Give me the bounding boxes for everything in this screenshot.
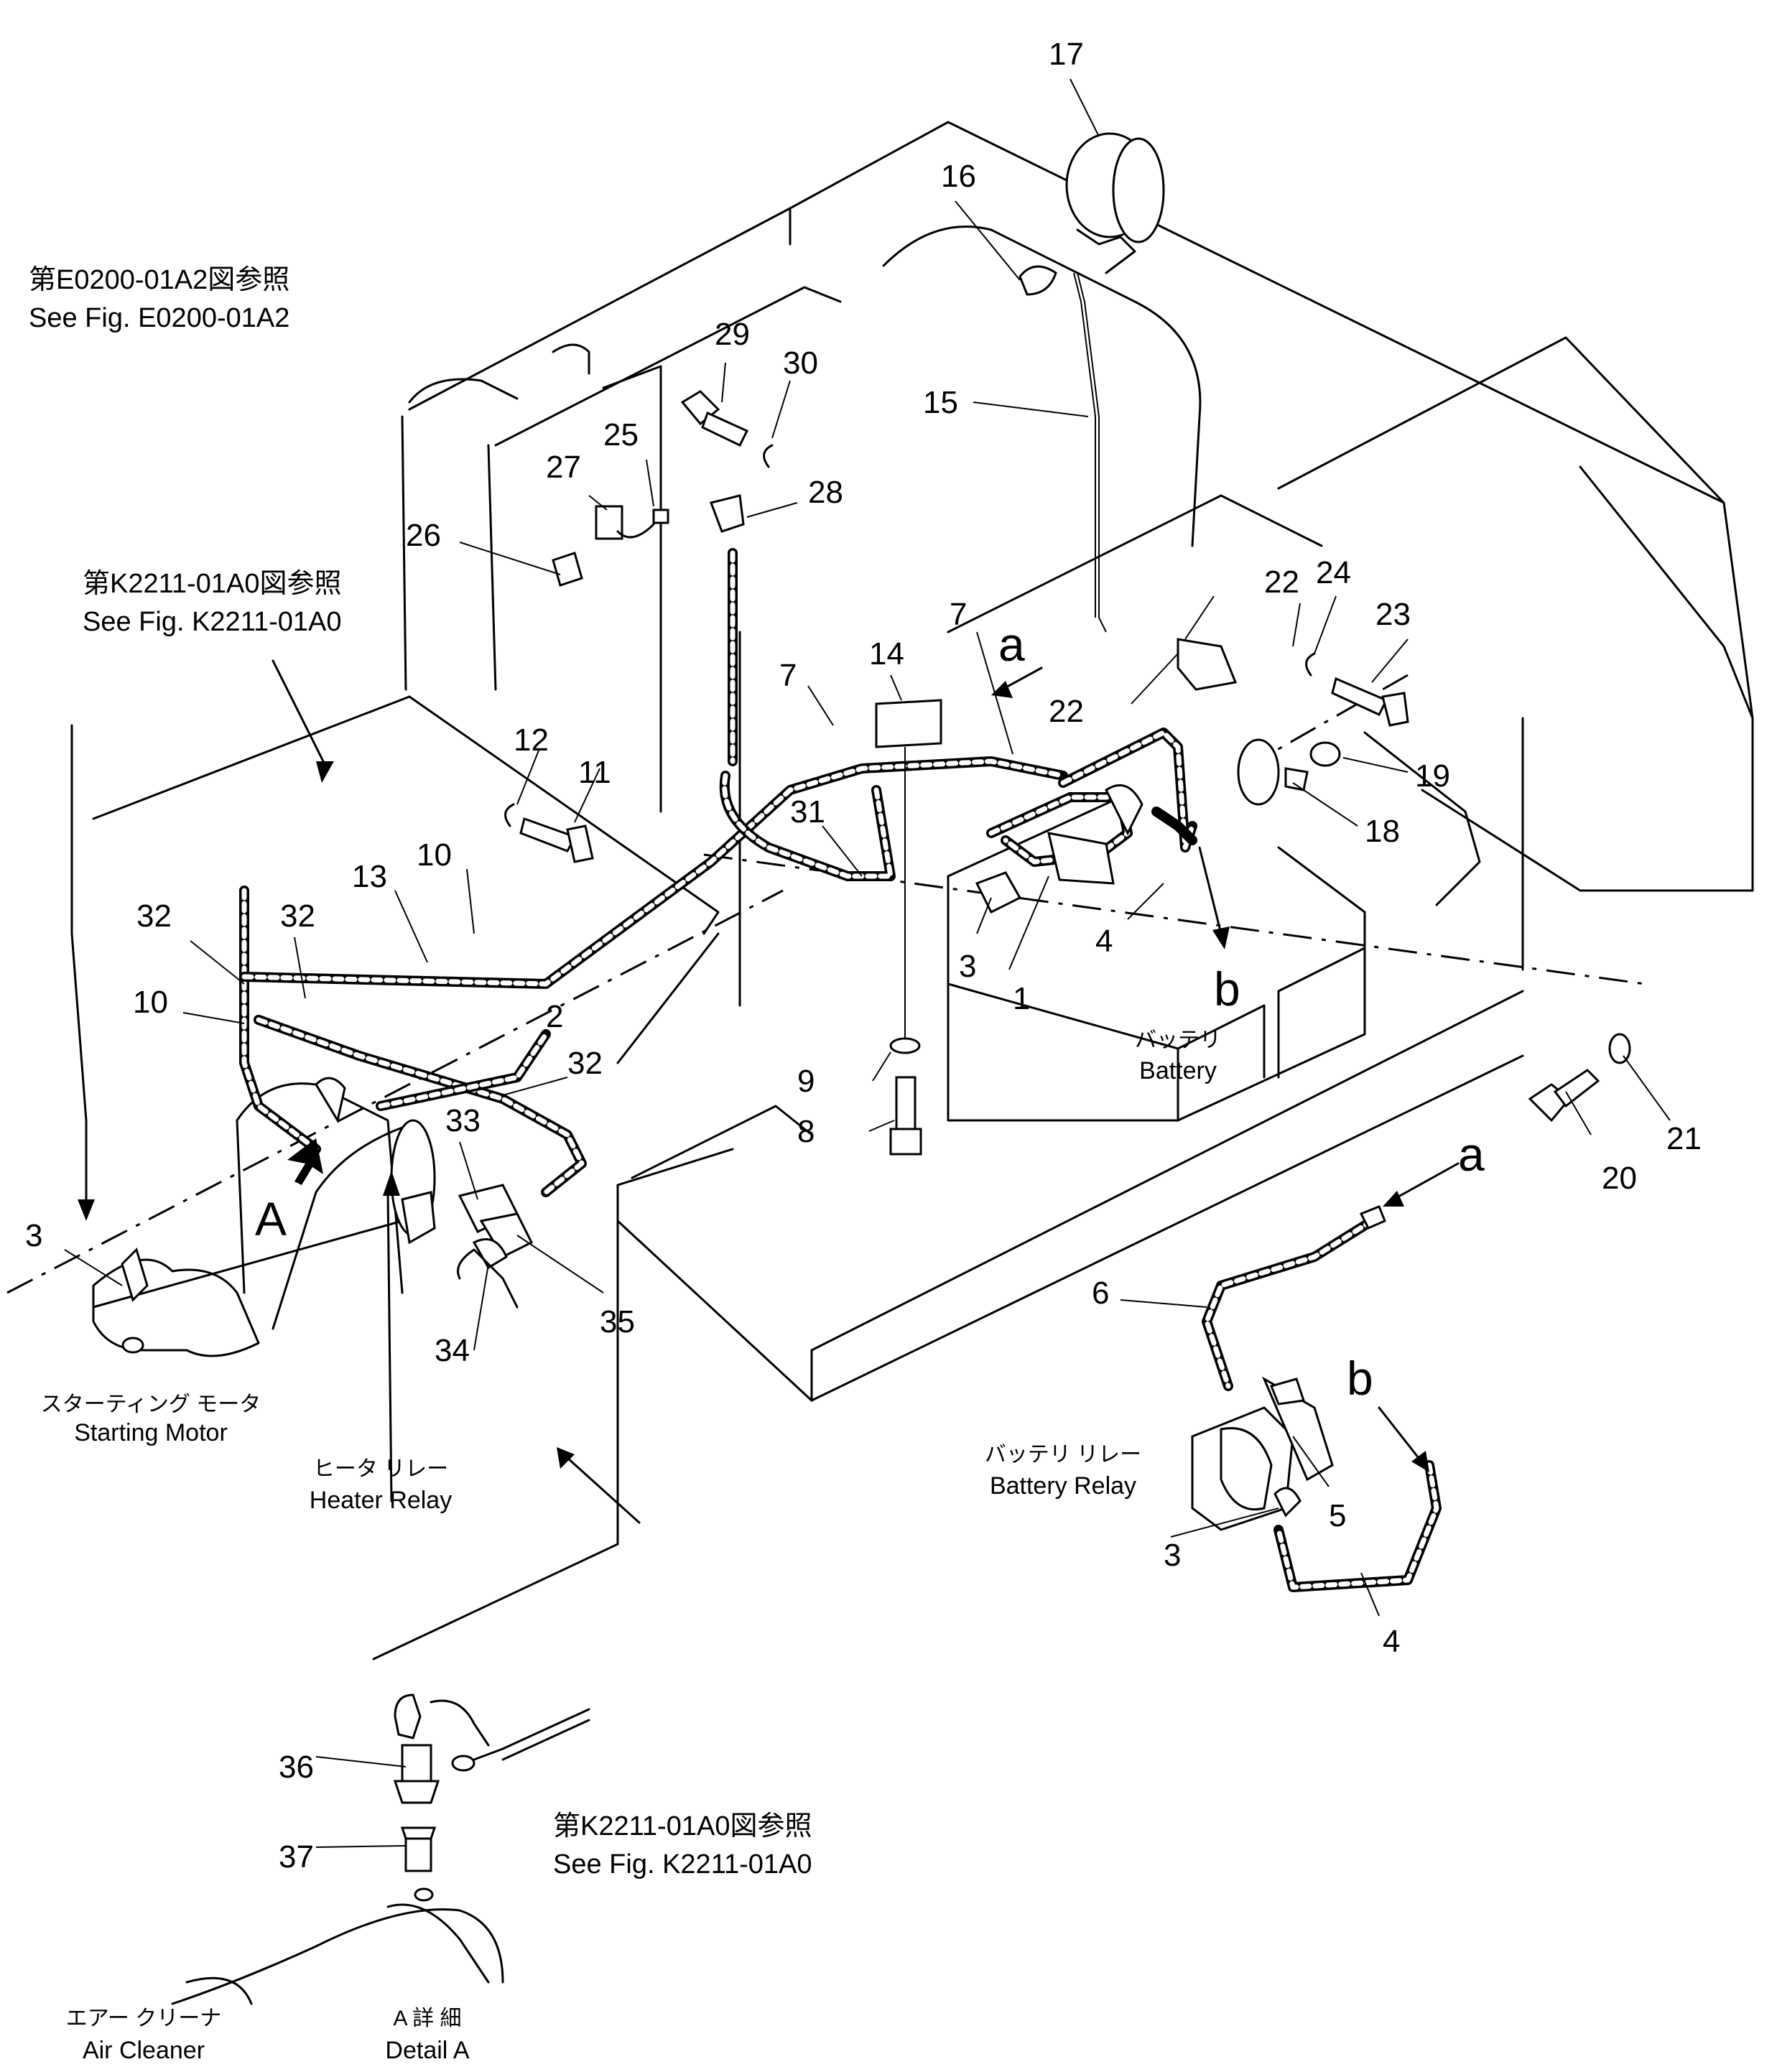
bolt-29 xyxy=(680,390,749,447)
bolt-11 xyxy=(519,817,594,863)
ref-k2211-top-jp: 第K2211-01A0図参照 xyxy=(83,569,341,599)
part-number-25: 25 xyxy=(603,417,639,452)
part-number-23: 23 xyxy=(1375,597,1411,632)
part-number-20: 20 xyxy=(1602,1161,1637,1196)
part-number-37: 37 xyxy=(279,1839,314,1874)
part-number-32b: 32 xyxy=(280,898,315,934)
part-number-17: 17 xyxy=(1049,37,1084,72)
washer-30 xyxy=(763,444,774,468)
part-number-27: 27 xyxy=(546,450,581,485)
detail-a-label-jp: A 詳 細 xyxy=(393,2007,461,2030)
part-number-32c: 32 xyxy=(567,1046,603,1081)
marker-b-top: b xyxy=(1214,962,1240,1016)
clamp-16 xyxy=(1019,265,1057,296)
part-number-19: 19 xyxy=(1415,758,1450,794)
part-number-31: 31 xyxy=(790,794,825,830)
washer-21 xyxy=(1608,1033,1631,1064)
ref-k2211-detail-en: See Fig. K2211-01A0 xyxy=(553,1849,812,1880)
relay-26 xyxy=(552,552,583,587)
parts xyxy=(92,132,1631,2005)
ref-e0200-en: See Fig. E0200-01A2 xyxy=(29,303,289,333)
part-number-26: 26 xyxy=(406,518,441,553)
part-number-9: 9 xyxy=(797,1064,815,1099)
part-number-35: 35 xyxy=(600,1304,635,1339)
part-number-29: 29 xyxy=(715,317,750,352)
part-number-4-relay: 4 xyxy=(1383,1624,1400,1659)
connector-a-end xyxy=(1359,1205,1386,1230)
clip-24 xyxy=(1305,652,1316,677)
connector-25 xyxy=(652,508,669,524)
battery-relay xyxy=(1191,1376,1334,1531)
part-number-14: 14 xyxy=(869,636,904,672)
battery-label-jp: バッテリ xyxy=(1135,1028,1221,1052)
part-number-3-relay: 3 xyxy=(1164,1538,1181,1573)
washer-9 xyxy=(889,1037,921,1054)
part-number-15: 15 xyxy=(923,385,958,420)
part-number-4-battery: 4 xyxy=(1095,924,1113,959)
ref-k2211-top-en: See Fig. K2211-01A0 xyxy=(83,607,342,637)
part-number-5: 5 xyxy=(1329,1498,1346,1533)
air-cleaner-detail xyxy=(171,1694,590,2005)
part-number-3-battery: 3 xyxy=(959,949,976,984)
part-number-18: 18 xyxy=(1365,814,1400,849)
machine-frame xyxy=(6,121,1754,1660)
ref-e0200-jp: 第E0200-01A2図参照 xyxy=(29,265,289,295)
leader-lines xyxy=(64,78,1671,1848)
bolt-20 xyxy=(1528,1069,1600,1123)
clip-12 xyxy=(504,803,515,827)
part-number-36: 36 xyxy=(279,1750,314,1785)
marker-detail-A: A xyxy=(255,1192,287,1245)
part-number-1: 1 xyxy=(1013,981,1030,1016)
part-number-13: 13 xyxy=(352,859,387,894)
part-number-32a: 32 xyxy=(136,898,172,934)
part-number-10b: 10 xyxy=(133,985,168,1020)
heater-relay-label-jp: ヒータ リレー xyxy=(313,1457,448,1481)
part-number-7b: 7 xyxy=(779,658,797,693)
part-number-2: 2 xyxy=(546,999,563,1034)
battery-relay-label-en: Battery Relay xyxy=(990,1472,1136,1500)
marker-b-bottom: b xyxy=(1347,1352,1373,1405)
part-number-22b: 22 xyxy=(1049,694,1084,729)
air-cleaner-label-en: Air Cleaner xyxy=(83,2037,205,2064)
battery-relay-label-jp: バッテリ リレー xyxy=(985,1443,1141,1467)
o-ring-19 xyxy=(1309,741,1341,767)
battery-label-en: Battery xyxy=(1139,1057,1217,1084)
terminal-18 xyxy=(1237,738,1280,806)
bolt-23 xyxy=(1331,677,1409,727)
terminal-cover-1 xyxy=(1047,832,1115,885)
part-number-16: 16 xyxy=(941,159,976,194)
marker-a-bottom: a xyxy=(1458,1128,1485,1181)
bolt-8 xyxy=(889,1076,922,1156)
heater-relay-label-en: Heater Relay xyxy=(310,1487,452,1514)
detail-a-label-en: Detail A xyxy=(385,2037,469,2064)
part-number-6: 6 xyxy=(1092,1276,1109,1311)
ref-k2211-detail-jp: 第K2211-01A0図参照 xyxy=(553,1811,812,1841)
part-number-7a: 7 xyxy=(950,597,967,632)
part-number-11: 11 xyxy=(578,755,611,790)
connector-27 xyxy=(595,505,623,540)
part-number-28: 28 xyxy=(808,475,843,510)
part-number-21: 21 xyxy=(1666,1121,1702,1156)
starting-motor-label-en: Starting Motor xyxy=(74,1419,228,1446)
relay-22 xyxy=(1177,638,1238,691)
text-labels: 第E0200-01A2図参照 See Fig. E0200-01A2 第K221… xyxy=(25,37,1702,2064)
part-number-12: 12 xyxy=(514,723,549,758)
marker-a-top: a xyxy=(998,618,1025,671)
part-number-3-motor: 3 xyxy=(25,1218,42,1253)
starting-motor-label-jp: スターティング モータ xyxy=(41,1393,261,1416)
part-number-33: 33 xyxy=(445,1103,481,1138)
work-lamp xyxy=(1065,132,1165,274)
terminal-3-top xyxy=(975,871,1022,914)
part-number-24: 24 xyxy=(1316,555,1351,590)
bracket-28 xyxy=(710,494,745,533)
part-number-34: 34 xyxy=(435,1333,470,1368)
part-number-10a: 10 xyxy=(417,837,452,873)
air-cleaner-label-jp: エアー クリーナ xyxy=(66,2007,222,2030)
heater-relay-parts xyxy=(315,1077,534,1309)
part-number-30: 30 xyxy=(783,345,818,381)
part-number-22a: 22 xyxy=(1264,565,1299,600)
part-number-8: 8 xyxy=(797,1114,815,1149)
cover-14 xyxy=(875,699,942,748)
